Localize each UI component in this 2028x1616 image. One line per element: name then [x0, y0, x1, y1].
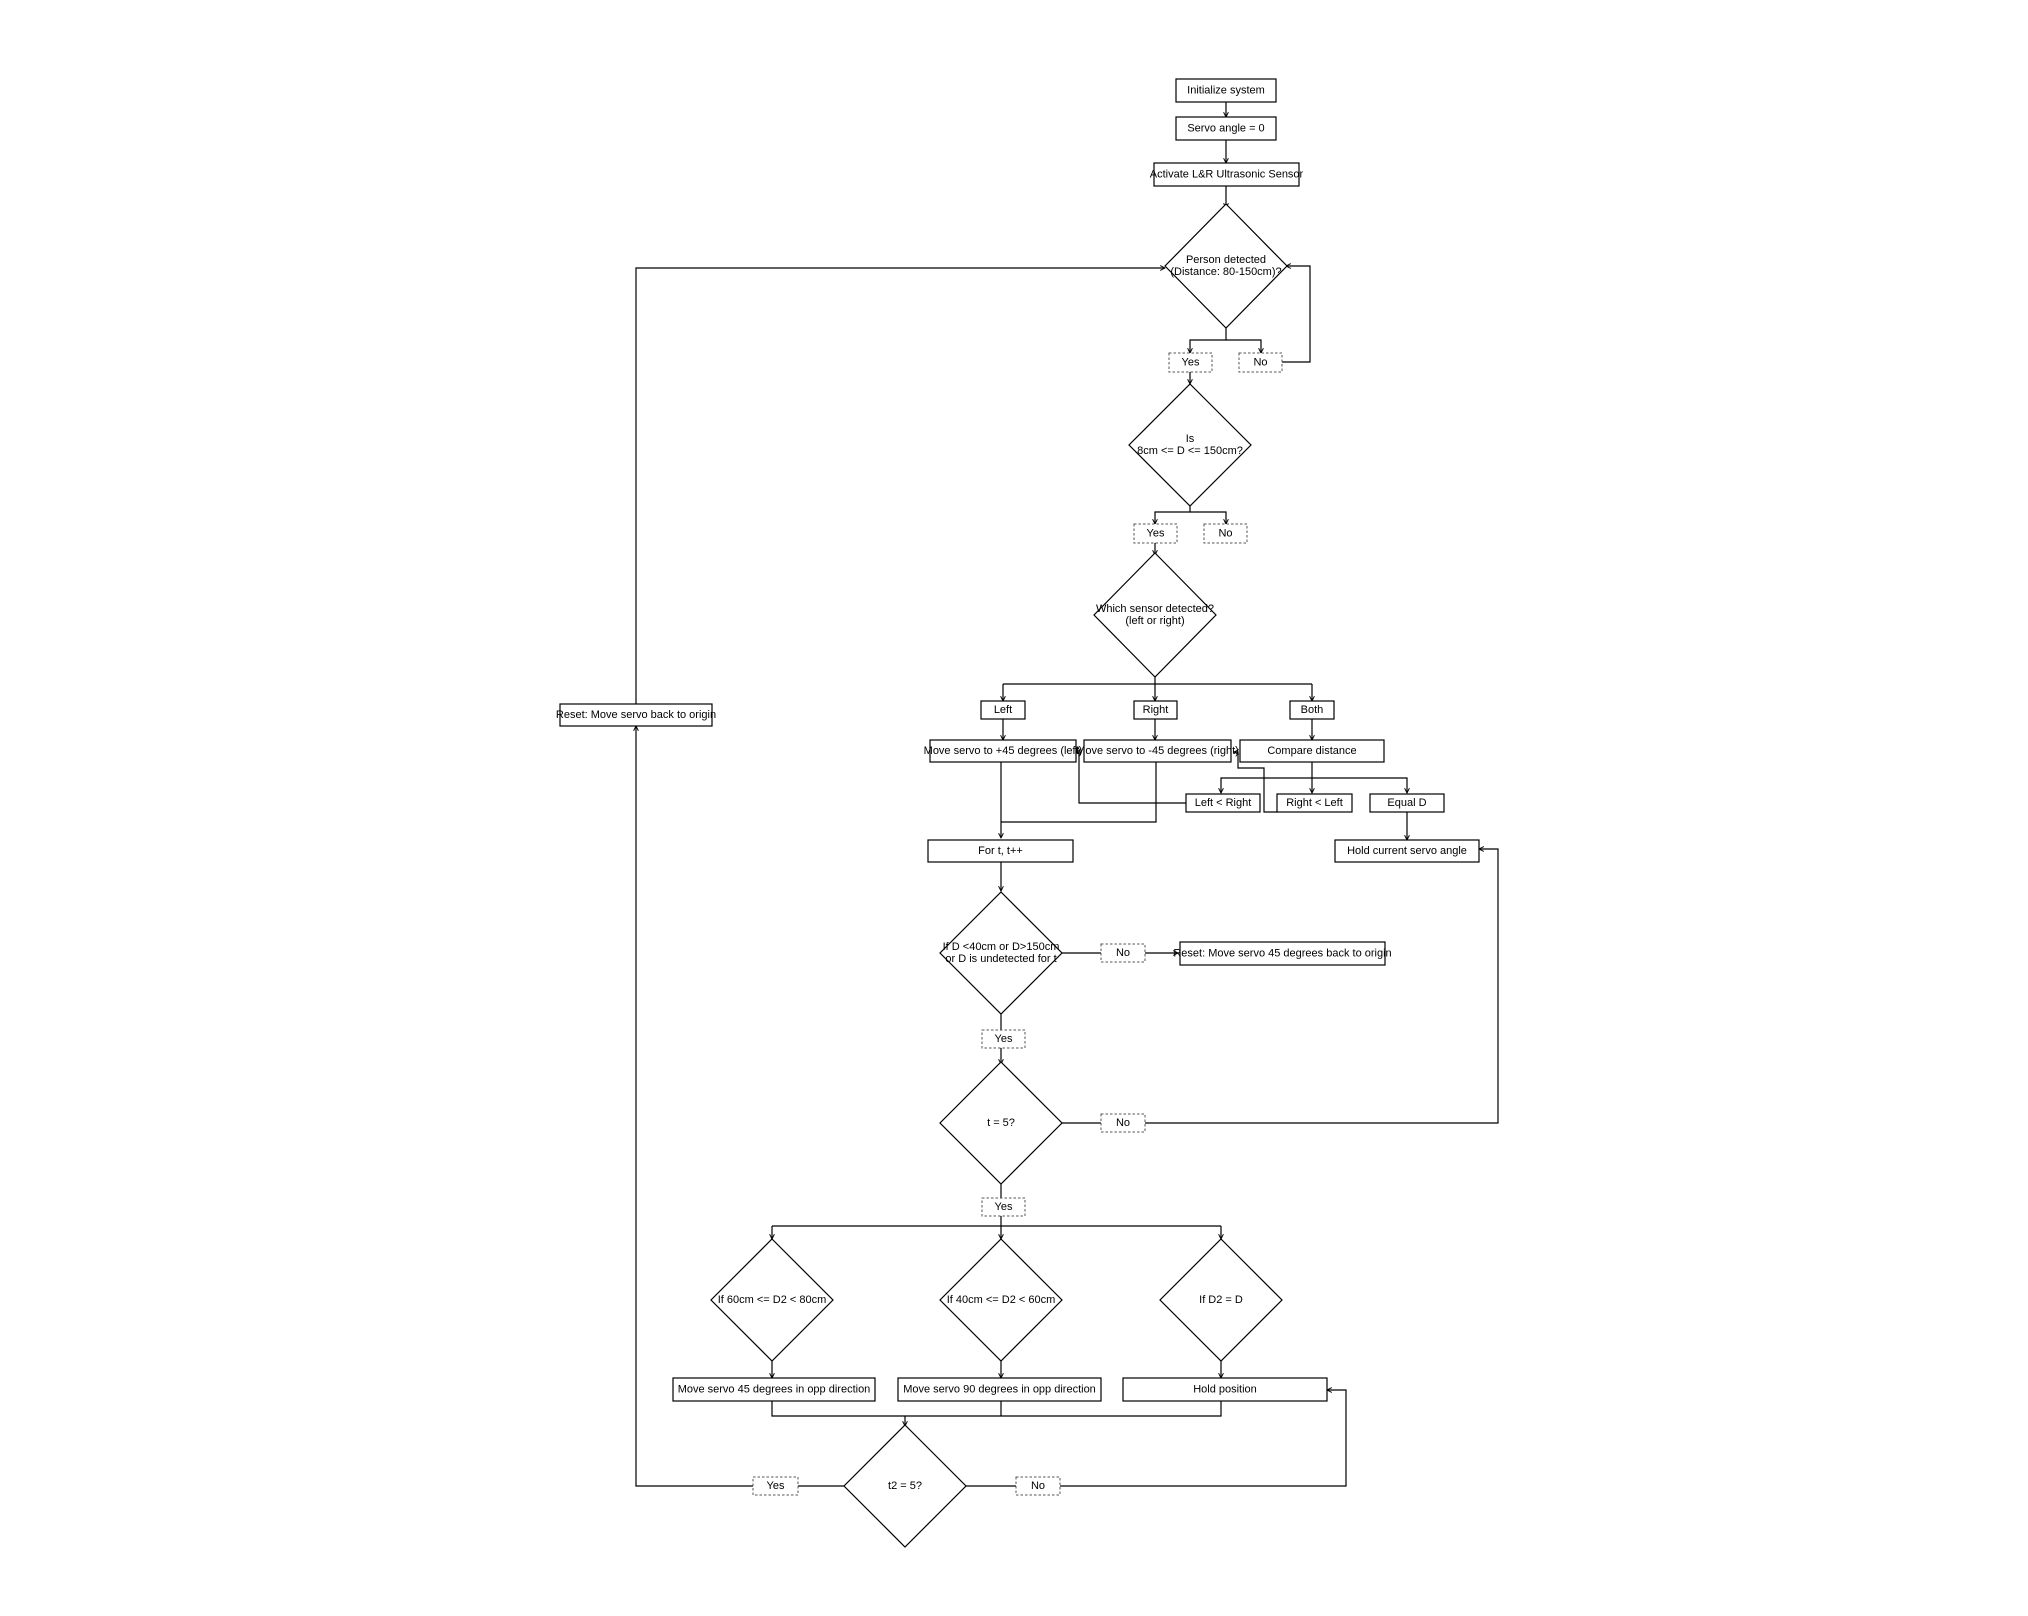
move-left-label: Move servo to +45 degrees (left) [924, 745, 1083, 757]
no3-branch-label: No [1100, 943, 1146, 963]
reset-origin-label: Reset: Move servo back to origin [556, 709, 716, 721]
no4-label: No [1116, 1117, 1130, 1129]
yes2-branch-label: Yes [1133, 523, 1178, 544]
servo0-label: Servo angle = 0 [1187, 123, 1264, 135]
fort-step: For t, t++ [927, 839, 1074, 863]
yes5-label: Yes [767, 1480, 785, 1492]
t5-decision: t = 5? [939, 1061, 1063, 1185]
range-label: 8cm <= D <= 150cm? [1137, 445, 1243, 457]
d3-label: If D2 = D [1199, 1294, 1243, 1306]
which-label: (left or right) [1125, 615, 1184, 627]
no2-branch-label: No [1203, 523, 1248, 544]
yes4-label: Yes [995, 1201, 1013, 1213]
no5-branch-label: No [1015, 1476, 1061, 1496]
compare-label: Compare distance [1267, 745, 1356, 757]
activate-step: Activate L&R Ultrasonic Sensor [1150, 162, 1304, 187]
cond1-label: If D <40cm or D>150cm [943, 941, 1060, 953]
yes5-branch-label: Yes [752, 1476, 799, 1496]
left-label: Left [994, 704, 1012, 716]
both-label: Both [1301, 704, 1324, 716]
both-step: Both [1289, 700, 1335, 720]
no1-branch-label: No [1238, 352, 1283, 373]
servo0-step: Servo angle = 0 [1175, 116, 1277, 141]
t5-label: t = 5? [987, 1117, 1015, 1129]
right-label: Right [1143, 704, 1169, 716]
d2-decision: If 40cm <= D2 < 60cm [939, 1238, 1063, 1362]
move-left-step: Move servo to +45 degrees (left) [924, 739, 1083, 763]
activate-label: Activate L&R Ultrasonic Sensor [1150, 169, 1304, 181]
yes2-label: Yes [1147, 528, 1165, 540]
t2-decision: t2 = 5? [843, 1424, 967, 1548]
fort-label: For t, t++ [978, 845, 1023, 857]
d1-decision: If 60cm <= D2 < 80cm [710, 1238, 834, 1362]
yes1-label: Yes [1182, 357, 1200, 369]
no3-label: No [1116, 947, 1130, 959]
rl-step: Right < Left [1276, 793, 1353, 813]
reset45-label: Reset: Move servo 45 degrees back to ori… [1173, 948, 1391, 960]
hold-label: Hold current servo angle [1347, 845, 1467, 857]
hold-step: Hold current servo angle [1334, 839, 1480, 863]
holdpos-step: Hold position [1122, 1377, 1328, 1402]
no1-label: No [1253, 357, 1267, 369]
t2-label: t2 = 5? [888, 1480, 922, 1492]
yes3-branch-label: Yes [981, 1029, 1026, 1049]
move-right-step: Move servo to -45 degrees (right) [1076, 739, 1239, 763]
eq-step: Equal D [1369, 793, 1445, 813]
init-label: Initialize system [1187, 85, 1265, 97]
m45-step: Move servo 45 degrees in opp direction [672, 1377, 876, 1402]
yes4-branch-label: Yes [981, 1197, 1026, 1217]
eq-label: Equal D [1387, 797, 1426, 809]
holdpos-label: Hold position [1193, 1384, 1257, 1396]
m90-label: Move servo 90 degrees in opp direction [903, 1384, 1096, 1396]
left-step: Left [980, 700, 1026, 720]
lr-label: Left < Right [1195, 797, 1252, 809]
connector-lines [636, 102, 1499, 1487]
no2-label: No [1218, 528, 1232, 540]
person-decision: Person detected(Distance: 80-150cm)? [1164, 203, 1288, 329]
reset45-step: Reset: Move servo 45 degrees back to ori… [1173, 941, 1392, 966]
right-step: Right [1133, 700, 1178, 720]
m90-step: Move servo 90 degrees in opp direction [897, 1377, 1102, 1402]
which-label: Which sensor detected? [1096, 603, 1214, 615]
person-label: (Distance: 80-150cm)? [1170, 266, 1281, 278]
d2-label: If 40cm <= D2 < 60cm [947, 1294, 1056, 1306]
yes1-branch-label: Yes [1168, 352, 1213, 373]
compare-step: Compare distance [1239, 739, 1385, 763]
m45-label: Move servo 45 degrees in opp direction [678, 1384, 871, 1396]
which-decision: Which sensor detected?(left or right) [1093, 552, 1217, 678]
rl-label: Right < Left [1286, 797, 1343, 809]
move-right-label: Move servo to -45 degrees (right) [1076, 745, 1239, 757]
lr-step: Left < Right [1185, 793, 1261, 813]
person-label: Person detected [1186, 254, 1266, 266]
d3-decision: If D2 = D [1159, 1238, 1283, 1362]
no5-label: No [1031, 1480, 1045, 1492]
reset-origin-step: Reset: Move servo back to origin [556, 703, 716, 727]
no4-branch-label: No [1100, 1113, 1146, 1133]
yes3-label: Yes [995, 1033, 1013, 1045]
d1-label: If 60cm <= D2 < 80cm [718, 1294, 827, 1306]
range-label: Is [1186, 433, 1195, 445]
cond1-label: or D is undetected for t [945, 953, 1056, 965]
init-step: Initialize system [1175, 78, 1277, 103]
